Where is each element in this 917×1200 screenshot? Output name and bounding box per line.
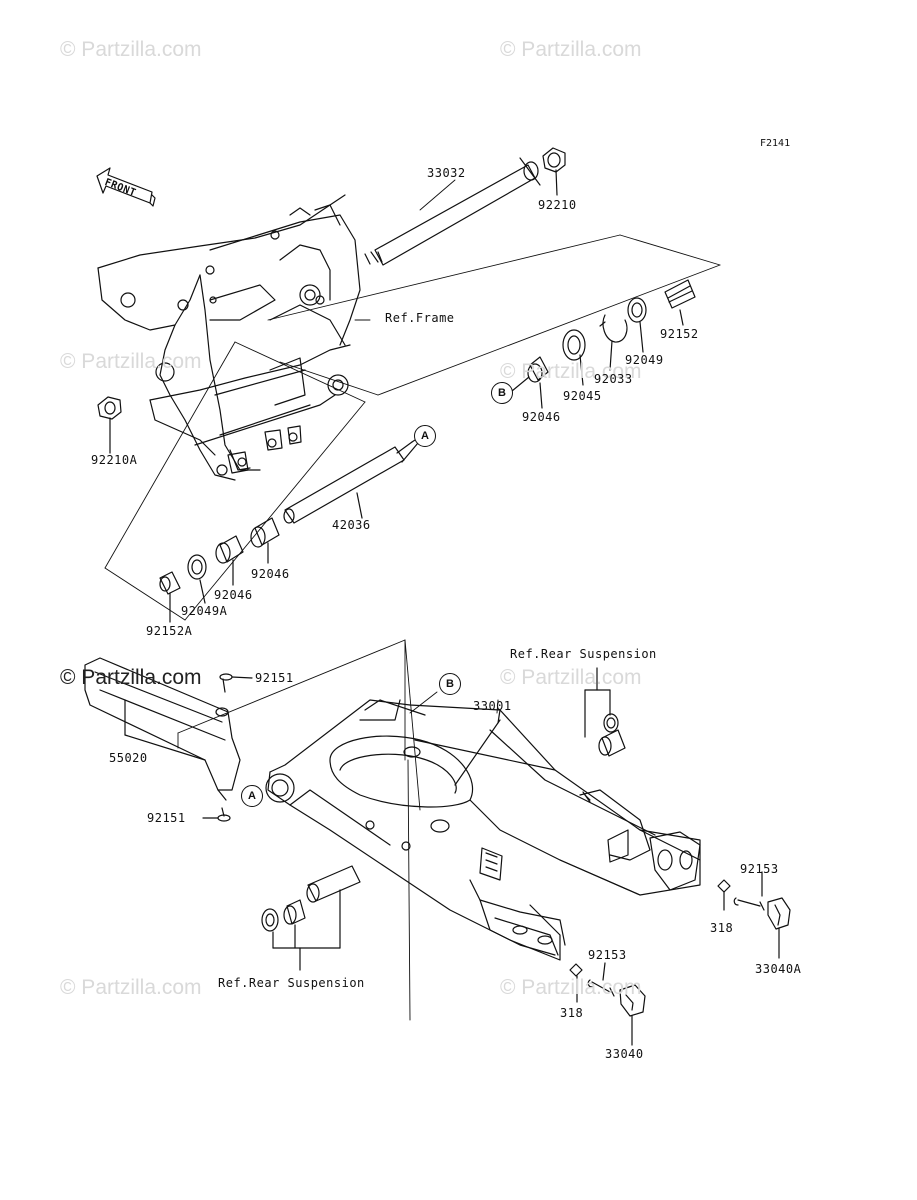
seal-92049a [187,554,207,604]
callout-a-top: A [414,425,436,447]
label-92046-top: 92046 [522,410,561,424]
rear-suspension-collars-bottom [261,865,361,971]
collar-92152a [159,571,181,623]
needle-bearing-92046-mid-1 [250,517,280,564]
label-318-bottom: 318 [560,1006,584,1020]
label-92152a: 92152A [146,624,193,638]
label-55020: 55020 [109,751,148,765]
circlip-92033 [599,314,628,371]
watermark-bottom-left: © Partzilla.com [60,976,202,999]
label-33040a: 33040A [755,962,802,976]
label-92046-mid-2: 92046 [214,588,253,602]
needle-bearing-92046-mid-2 [215,535,244,586]
screw-92151-bottom [202,807,231,822]
rear-suspension-collars-top [584,667,626,757]
watermark-bottom-right: © Partzilla.com [500,976,642,999]
label-92210: 92210 [538,198,577,212]
label-42036: 42036 [332,518,371,532]
label-33040: 33040 [605,1047,644,1061]
label-92049a: 92049A [181,604,228,618]
seal-92049 [627,297,647,353]
needle-bearing-92046-top [511,356,549,409]
swingarm-reference-box [177,639,438,1021]
label-92152: 92152 [660,327,699,341]
label-92151-bottom: 92151 [147,811,186,825]
label-92046-mid-1: 92046 [251,567,290,581]
label-33001: 33001 [473,699,512,713]
swingarm-shaft-42036 [283,437,419,524]
leader-lines [354,179,499,714]
nut-92210a [97,396,122,454]
label-92033: 92033 [594,372,633,386]
label-92210a: 92210A [91,453,138,467]
drawing-code: F2141 [760,138,791,149]
label-318-right: 318 [710,921,734,935]
screw-92151-top [219,673,253,693]
chain-guard-55020 [84,657,241,801]
watermark-mid-right: © Partzilla.com [500,360,642,383]
watermark-mid-right-2: © Partzilla.com [500,666,642,689]
label-ref-frame: Ref.Frame [385,311,455,325]
bearing-92045 [562,329,586,386]
callout-b-top: B [491,382,513,404]
watermark-mid-left: © Partzilla.com [60,350,202,373]
label-92153-right: 92153 [740,862,779,876]
label-33032: 33032 [427,166,466,180]
watermark-mid-left-strong: © Partzilla.com [60,666,202,689]
label-92045: 92045 [563,389,602,403]
label-92151-top: 92151 [255,671,294,685]
label-92049: 92049 [625,353,664,367]
swingarm-33001 [265,699,701,961]
front-arrow-icon [96,167,156,207]
label-ref-rear-suspension-top: Ref.Rear Suspension [510,647,657,661]
frame-reference-box [104,234,721,621]
nut-92210 [542,147,566,196]
collar-92152 [664,279,696,326]
watermark-top-left: © Partzilla.com [60,38,202,61]
label-ref-rear-suspension-bottom: Ref.Rear Suspension [218,976,365,990]
label-92153-bottom: 92153 [588,948,627,962]
callout-b-bottom: B [439,673,461,695]
axle-adjuster-hardware-right [717,871,791,959]
axle-adjuster-hardware-bottom [569,962,646,1046]
callout-a-bottom: A [241,785,263,807]
frame-outline [97,194,361,481]
pivot-shaft-33032 [364,157,541,266]
watermark-top-right: © Partzilla.com [500,38,642,61]
